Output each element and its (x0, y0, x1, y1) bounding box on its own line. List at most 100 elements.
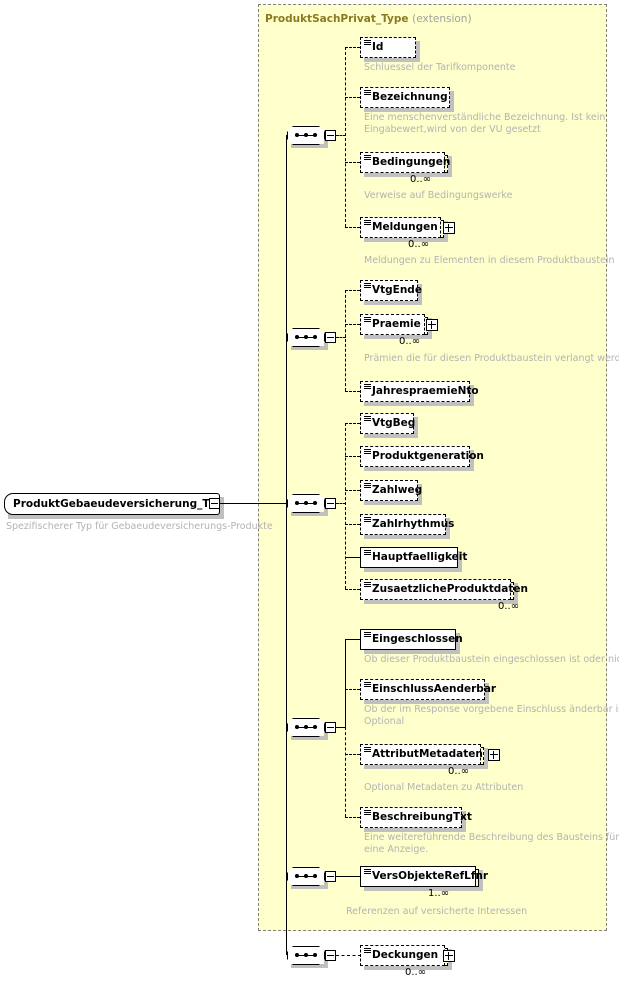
element-label-versobjekterefllfnr: VersObjekteRefLfnr (372, 870, 489, 882)
group-4-collapse-minus-icon[interactable] (325, 722, 336, 733)
element-annotation-versobjekterefllfnr: Referenzen auf versicherte Interessen (346, 906, 528, 917)
element-glyph-icon (364, 869, 371, 876)
element-glyph-icon (364, 40, 371, 47)
sequence-icon-group-3[interactable] (287, 494, 328, 516)
connector-praemie (345, 324, 360, 325)
element-label-hauptfaelligkeit: Hauptfaelligkeit (372, 551, 468, 563)
group-4-seq-to-bus (336, 727, 346, 728)
element-annotation-bedingungen: Verweise auf Bedingungswerke (364, 190, 513, 201)
occurrence-attributmetadaten: 0..∞ (448, 766, 470, 777)
element-label-jahrespraemienito: JahrespraemieNto (372, 385, 479, 397)
element-node-hauptfaelligkeit[interactable]: Hauptfaelligkeit (360, 547, 467, 568)
element-label-meldungen: Meldungen (372, 221, 438, 233)
group-3-branch-bus (345, 423, 346, 589)
connector-bezeichnung (345, 97, 360, 98)
element-glyph-icon (364, 155, 371, 162)
sequence-icon-group-1[interactable] (287, 126, 328, 148)
group-5-collapse-minus-icon[interactable] (325, 871, 336, 882)
element-annotation-einschlussaenderbar: Ob der im Response vorgebene Einschluss … (364, 704, 619, 727)
connector-bedingungen (345, 162, 360, 163)
element-glyph-icon (364, 283, 371, 290)
element-label-eingeschlossen: Eingeschlossen (372, 633, 463, 645)
element-label-produktgeneration: Produktgeneration (372, 450, 484, 462)
element-node-einschlussaenderbar[interactable]: EinschlussAenderbar (360, 679, 496, 700)
element-node-bezeichnung[interactable]: Bezeichnung (360, 87, 450, 108)
group-1-collapse-minus-icon[interactable] (325, 130, 336, 141)
connector-zahlrhythmus (345, 524, 360, 525)
connector-zahlweg (345, 490, 360, 491)
element-node-deckungen[interactable]: Deckungen (360, 945, 456, 966)
element-node-attributmetadaten[interactable]: AttributMetadaten (360, 744, 500, 765)
element-annotation-id: Schluessel der Tarifkomponente (364, 62, 516, 73)
element-glyph-icon (364, 810, 371, 817)
element-node-zahlweg[interactable]: Zahlweg (360, 480, 422, 501)
element-label-bezeichnung: Bezeichnung (372, 91, 448, 103)
group-6-collapse-minus-icon[interactable] (325, 950, 336, 961)
element-glyph-icon (364, 90, 371, 97)
element-glyph-icon (364, 384, 371, 391)
extension-type-name: ProduktSachPrivat_Type (265, 13, 409, 25)
connector-vtgende (345, 290, 360, 291)
sequence-icon-group-4[interactable] (287, 718, 328, 740)
element-node-vtgende[interactable]: VtgEnde (360, 280, 422, 301)
element-glyph-icon (364, 317, 371, 324)
element-label-zahlweg: Zahlweg (372, 484, 423, 496)
element-node-produktgeneration[interactable]: Produktgeneration (360, 446, 484, 467)
expand-plus-icon[interactable] (442, 221, 455, 234)
element-annotation-attributmetadaten: Optional Metadaten zu Attributen (364, 782, 524, 793)
sequence-icon-group-5[interactable] (287, 867, 328, 889)
connector-versobjekterefllfnr (336, 876, 361, 877)
element-label-bedingungen: Bedingungen (372, 156, 451, 168)
element-annotation-beschreibungtxt: Eine weitereführende Beschreibung des Ba… (364, 832, 619, 855)
element-label-beschreibungtxt: BeschreibungTxt (372, 811, 472, 823)
connector-zusaetzlicheproduktdaten (345, 589, 360, 590)
element-node-jahrespraemienito[interactable]: JahrespraemieNto (360, 381, 479, 402)
expand-plus-icon[interactable] (443, 949, 456, 962)
element-glyph-icon (364, 582, 371, 589)
group-1-seq-to-bus (336, 135, 346, 136)
expand-plus-icon[interactable] (425, 318, 438, 331)
element-node-vtgbeg[interactable]: VtgBeg (360, 413, 416, 434)
expand-plus-icon[interactable] (487, 748, 500, 761)
sequence-icon-group-6[interactable] (287, 946, 328, 968)
root-connector-line (220, 503, 286, 504)
element-node-eingeschlossen[interactable]: Eingeschlossen (360, 629, 463, 650)
sequence-icon-group-2[interactable] (287, 328, 328, 350)
element-annotation-meldungen: Meldungen zu Elementen in diesem Produkt… (364, 255, 615, 266)
occurrence-bedingungen: 0..∞ (410, 174, 432, 185)
element-node-versobjekterefllfnr[interactable]: VersObjekteRefLfnr (360, 866, 488, 887)
element-glyph-icon (364, 948, 371, 955)
element-node-praemie[interactable]: Praemie (360, 314, 438, 335)
group-4-branch-bus-solid (345, 639, 346, 728)
connector-eingeschlossen (345, 639, 361, 640)
element-glyph-icon (364, 449, 371, 456)
element-node-bedingungen[interactable]: Bedingungen (360, 152, 450, 173)
main-trunk-line (286, 135, 287, 955)
element-node-beschreibungtxt[interactable]: BeschreibungTxt (360, 807, 472, 828)
element-label-deckungen: Deckungen (372, 949, 439, 961)
element-glyph-icon (364, 517, 371, 524)
root-element-node[interactable]: ProduktGebaeudeversicherung_T... (4, 493, 220, 515)
element-node-id[interactable]: Id (360, 37, 416, 58)
root-element-label: ProduktGebaeudeversicherung_T... (13, 498, 220, 510)
element-node-zusaetzlicheproduktdaten[interactable]: ZusaetzlicheProduktdaten (360, 579, 528, 600)
element-label-vtgende: VtgEnde (372, 284, 422, 296)
element-node-zahlrhythmus[interactable]: Zahlrhythmus (360, 514, 454, 535)
element-glyph-icon (364, 550, 371, 557)
group-3-collapse-minus-icon[interactable] (325, 498, 336, 509)
occurrence-versobjekterefllfnr: 1..∞ (428, 888, 450, 899)
group-1-branch-bus (345, 47, 346, 227)
element-annotation-bezeichnung: Eine menschenverständliche Bezeichnung. … (364, 112, 606, 135)
element-glyph-icon (364, 682, 371, 689)
group-2-collapse-minus-icon[interactable] (325, 332, 336, 343)
group-2-seq-to-bus (336, 337, 346, 338)
element-node-meldungen[interactable]: Meldungen (360, 217, 455, 238)
element-label-vtgbeg: VtgBeg (372, 417, 416, 429)
element-label-zusaetzlicheproduktdaten: ZusaetzlicheProduktdaten (372, 583, 528, 595)
occurrence-praemie: 0..∞ (399, 336, 421, 347)
root-collapse-minus-icon[interactable] (209, 498, 220, 509)
connector-deckungen (336, 955, 361, 956)
occurrence-zusaetzlicheproduktdaten: 0..∞ (498, 601, 520, 612)
element-glyph-icon (364, 747, 371, 754)
